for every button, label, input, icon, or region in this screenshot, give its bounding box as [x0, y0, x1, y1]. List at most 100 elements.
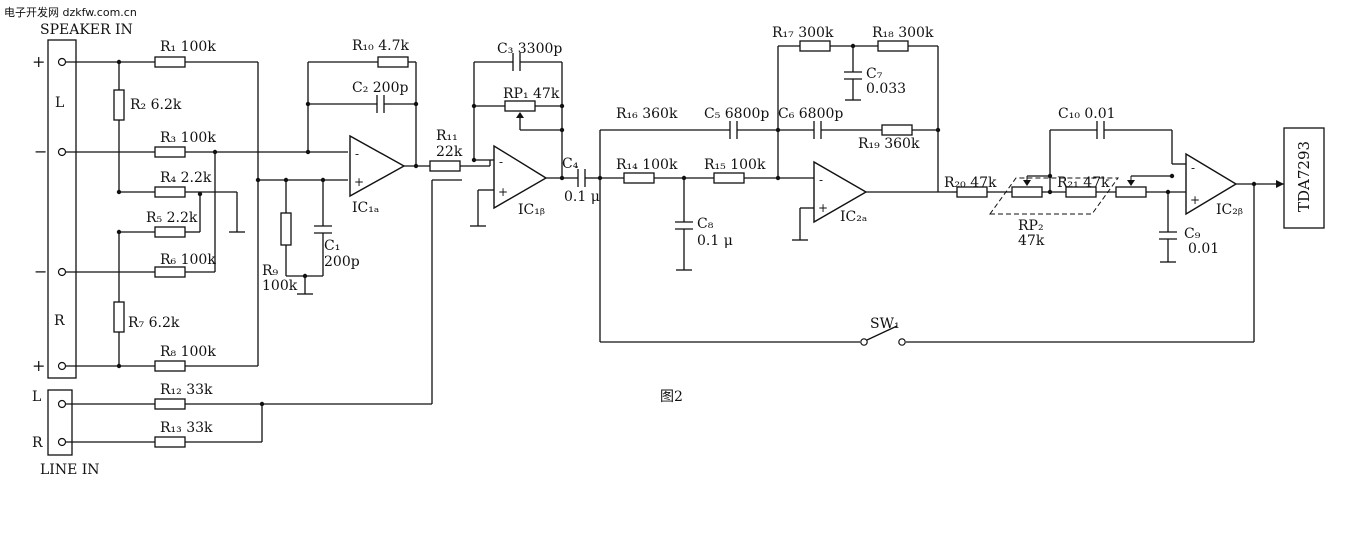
tda7293-label: TDA7293 [1295, 141, 1313, 212]
ic1a-minus: - [355, 147, 359, 161]
c8-capacitor [675, 221, 693, 230]
ic1b-opamp [493, 144, 548, 210]
r21-label: R₂₁ 47k [1057, 175, 1110, 191]
channel-l-label: L [55, 95, 64, 111]
r3-resistor [154, 146, 186, 158]
c9-name-label: C₉ [1184, 226, 1201, 242]
c2-label: C₂ 200p [352, 80, 408, 96]
c1-value-label: 200p [324, 254, 360, 270]
input-network-wires [66, 61, 432, 443]
r10-label: R₁₀ 4.7k [352, 38, 409, 54]
line-in-connector [47, 389, 73, 456]
r9-value-label: 100k [262, 278, 298, 294]
c9-capacitor [1159, 231, 1177, 240]
terminal-l-plus [57, 57, 67, 67]
c5-capacitor [729, 121, 738, 139]
terminal-line-r [57, 437, 67, 447]
ic1b-minus: - [499, 155, 503, 169]
output-dots [1047, 173, 1257, 195]
c5-label: C₅ 6800p [704, 106, 769, 122]
ic1b-plus: + [498, 185, 508, 199]
ic1a-label: IC₁ₐ [352, 200, 380, 216]
c3-label: C₃ 3300p [497, 41, 562, 57]
c1-capacitor [314, 225, 332, 234]
r8-label: R₈ 100k [160, 344, 216, 360]
c8-name-label: C₈ [697, 216, 714, 232]
c10-label: C₁₀ 0.01 [1058, 106, 1116, 122]
terminal-l-minus [57, 147, 67, 157]
rp2-wiper-icon [1127, 180, 1135, 186]
terminal-sign: + [32, 356, 45, 375]
rp1-label: RP₁ 47k [503, 86, 560, 102]
rp2-wiper-icon [1023, 180, 1031, 186]
r20-resistor [956, 186, 988, 198]
r17-label: R₁₇ 300k [772, 25, 834, 41]
terminal-sign: − [34, 262, 47, 281]
speaker-in-label: SPEAKER IN [40, 22, 133, 38]
site-watermark: 电子开发网 dzkfw.com.cn [4, 5, 137, 19]
ic2b-opamp [1185, 152, 1238, 216]
figure-caption: 图2 [660, 389, 683, 405]
c1-name-label: C₁ [324, 238, 340, 254]
terminal-line-l [57, 399, 67, 409]
ic1b-wires [470, 61, 578, 227]
output-stage-wires [600, 129, 1284, 343]
ic1a-plus: + [354, 175, 364, 189]
r7-label: R₇ 6.2k [128, 315, 180, 331]
r11-name-label: R₁₁ [436, 128, 458, 144]
r4-label: R₄ 2.2k [160, 170, 212, 186]
output-arrow-icon [1276, 180, 1284, 188]
r4-resistor [154, 186, 186, 198]
ic2b-label: IC₂ᵦ [1216, 202, 1243, 218]
r6-label: R₆ 100k [160, 252, 216, 268]
rp2-potentiometer-a [1011, 186, 1043, 198]
terminal-r-minus [57, 267, 67, 277]
r11-value-label: 22k [436, 144, 463, 160]
filter-dots [597, 43, 941, 181]
r5-resistor [154, 226, 186, 238]
r13-label: R₁₃ 33k [160, 420, 213, 436]
r12-resistor [154, 398, 186, 410]
rp2-value-label: 47k [1018, 233, 1045, 249]
c2-capacitor [376, 95, 385, 113]
r2-label: R₂ 6.2k [130, 97, 182, 113]
c4-name-label: C₄ [562, 156, 579, 172]
ic1b-label: IC₁ᵦ [518, 202, 545, 218]
r17-resistor [799, 40, 831, 52]
ic2a-minus: - [819, 173, 823, 187]
c6-label: C₆ 6800p [778, 106, 843, 122]
c8-value-label: 0.1 μ [697, 233, 733, 249]
c7-value-label: 0.033 [866, 81, 906, 97]
ic2a-opamp [813, 160, 868, 224]
r6-resistor [154, 266, 186, 278]
terminal-r-plus [57, 361, 67, 371]
ic1b-dots [471, 103, 565, 181]
terminal-sign: + [32, 52, 45, 71]
rp2-name-label: RP₂ [1018, 218, 1044, 234]
r1-label: R₁ 100k [160, 39, 216, 55]
r12-label: R₁₂ 33k [160, 382, 213, 398]
r1-resistor [154, 56, 186, 68]
r9-name-label: R₉ [262, 263, 279, 279]
line-l-label: L [32, 389, 41, 405]
r16-label: R₁₆ 360k [616, 106, 678, 122]
r5-label: R₅ 2.2k [146, 210, 198, 226]
speaker-in-connector [47, 39, 77, 379]
r21-resistor [1065, 186, 1097, 198]
rp2-gang-outline [989, 177, 1119, 215]
r10-resistor [377, 56, 409, 68]
sw1-switch [860, 325, 906, 346]
rp1-potentiometer [504, 100, 536, 112]
channel-r-label: R [54, 313, 65, 329]
r20-label: R₂₀ 47k [944, 175, 997, 191]
ic2b-plus: + [1190, 193, 1200, 207]
c4-value-label: 0.1 μ [564, 189, 600, 205]
c9-value-label: 0.01 [1188, 241, 1219, 257]
r2-resistor [113, 89, 125, 121]
r11-resistor [429, 160, 461, 172]
line-in-label: LINE IN [40, 462, 100, 478]
r15-resistor [713, 172, 745, 184]
c10-capacitor [1096, 121, 1105, 139]
c7-capacitor [844, 71, 862, 80]
